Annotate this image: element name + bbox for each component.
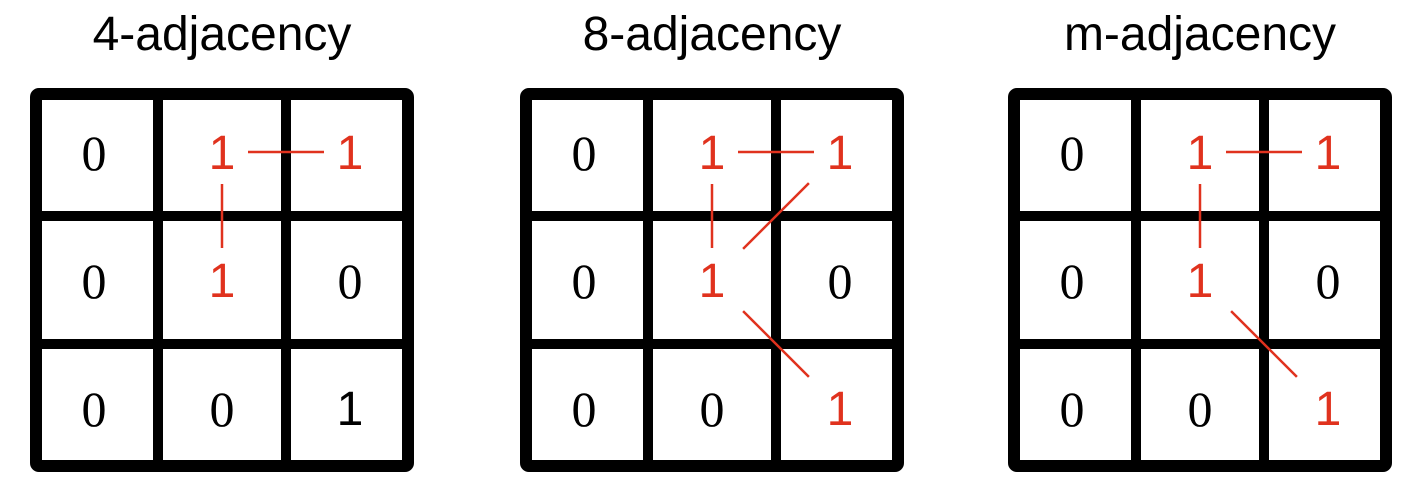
adjacency-connection-line <box>742 310 810 378</box>
adjacency-connection-line <box>742 182 810 250</box>
grid-background <box>30 88 414 472</box>
cell-value: 1 <box>209 127 236 180</box>
adjacency-connection-line <box>1230 310 1298 378</box>
cell-value: 1 <box>1187 255 1214 308</box>
cell-value: 1 <box>337 127 364 180</box>
cell-value: 1 <box>827 127 854 180</box>
grid-border <box>30 88 414 472</box>
grid-background <box>520 88 904 472</box>
panel-title: 8-adjacency <box>583 8 842 61</box>
cell-value: 1 <box>699 255 726 308</box>
cell-value: 0 <box>1060 381 1085 437</box>
cell-value: 0 <box>1188 381 1213 437</box>
cell-value: 0 <box>338 253 363 309</box>
grid-background <box>1008 88 1392 472</box>
cell-value: 1 <box>827 383 854 436</box>
cell-value: 0 <box>210 381 235 437</box>
cell-value: 0 <box>828 253 853 309</box>
cell-value: 0 <box>572 125 597 181</box>
cell-value: 0 <box>82 125 107 181</box>
cell-value: 1 <box>1315 383 1342 436</box>
panel-8-adjacency: 8-adjacency 0 1 1 0 1 0 0 0 1 <box>520 8 904 472</box>
cell-value: 1 <box>1315 127 1342 180</box>
grid-border <box>1008 88 1392 472</box>
cell-value: 0 <box>82 381 107 437</box>
panels: 4-adjacency 0 1 1 0 1 0 0 0 1 8-adjacency 0 1 1 0 1 0 0 0 1… <box>30 8 1392 472</box>
cell-value: 1 <box>337 383 364 436</box>
panel-4-adjacency: 4-adjacency 0 1 1 0 1 0 0 0 1 <box>30 8 414 472</box>
panel-m-adjacency: m-adjacency 0 1 1 0 1 0 0 0 1 <box>1008 8 1392 472</box>
cell-value: 1 <box>209 255 236 308</box>
cell-value: 0 <box>1316 253 1341 309</box>
cell-value: 0 <box>572 381 597 437</box>
cell-value: 1 <box>699 127 726 180</box>
panel-title: 4-adjacency <box>93 8 352 61</box>
cell-value: 0 <box>572 253 597 309</box>
grid-border <box>520 88 904 472</box>
panel-title: m-adjacency <box>1064 8 1336 61</box>
cell-value: 0 <box>700 381 725 437</box>
cell-value: 0 <box>1060 253 1085 309</box>
cell-value: 1 <box>1187 127 1214 180</box>
cell-value: 0 <box>1060 125 1085 181</box>
cell-value: 0 <box>82 253 107 309</box>
